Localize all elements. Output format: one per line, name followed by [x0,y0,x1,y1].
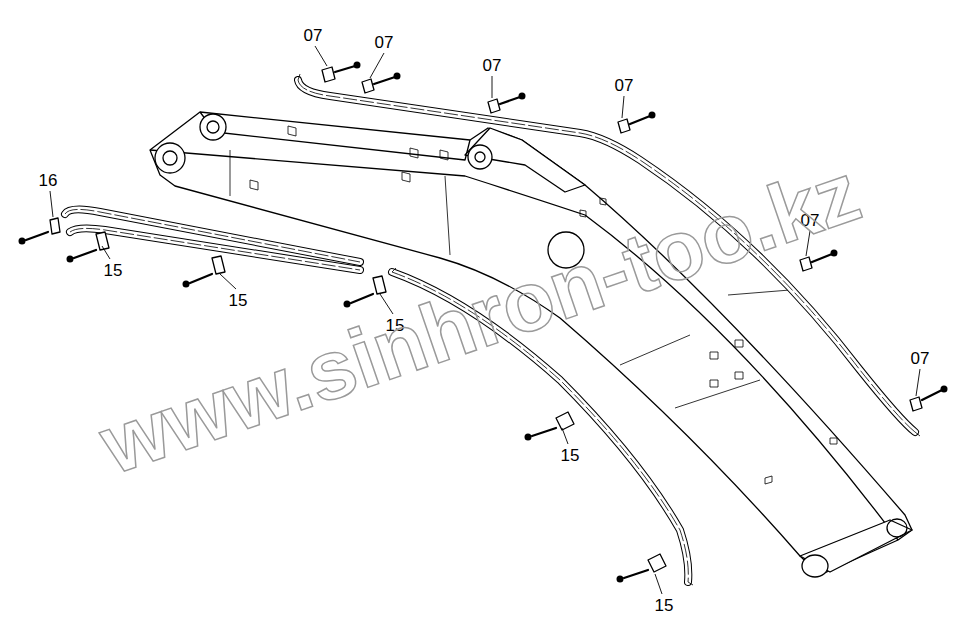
boom-body-part [728,290,790,295]
boom-body-part [802,555,828,577]
clamps-and-bolts-part [488,99,500,113]
clamps-and-bolts-part [500,97,520,104]
leader-lines-part [622,96,624,118]
leader-lines-part [562,428,568,444]
clamps-and-bolts-part [649,112,656,119]
clamps-and-bolts-part [648,554,666,572]
clamps-and-bolts-part [618,119,630,133]
clamps-and-bolts-part [351,294,373,303]
clamps-and-bolts-part [556,412,574,430]
boom-body-part [620,335,690,365]
clamps-and-bolts-part [183,281,190,288]
clamps-and-bolts-part [922,390,942,400]
clamps-and-bolts-part [941,386,948,393]
clamps-and-bolts-part [354,62,361,69]
boom-body-part [200,112,470,160]
clamps-and-bolts-part [624,570,648,578]
boom-body-part [155,143,185,173]
clamps-and-bolts-part [394,73,401,80]
clamps-and-bolts-part [190,274,212,283]
boom-body-part [887,519,907,537]
boom-body-part [465,128,585,192]
clamps-and-bolts [19,62,948,583]
hydraulic-hoses-part [65,209,360,262]
callout-number: 07 [911,350,930,367]
boom-body-part [445,176,450,255]
callout-number: 07 [304,27,323,44]
leader-lines-part [916,369,920,396]
callout-number: 16 [39,172,58,189]
clamps-and-bolts-part [374,77,395,84]
clamps-and-bolts-part [362,79,374,93]
boom-body-part [475,152,485,162]
clamps-and-bolts-part [373,276,386,294]
clamps-and-bolts-part [19,238,26,245]
clamps-and-bolts-part [800,257,812,271]
clamps-and-bolts-part [532,428,556,436]
callout-number: 15 [655,597,674,614]
callout-number: 15 [229,292,248,309]
leader-lines [50,46,920,594]
clamps-and-bolts-part [335,66,355,72]
boom-body-part [207,121,219,133]
callout-number: 07 [615,77,634,94]
clamps-and-bolts-part [322,67,335,82]
clamps-and-bolts-part [74,250,96,258]
leader-lines-part [315,46,327,66]
boom-body-part [200,114,226,140]
boom-body-part [230,150,231,196]
clamps-and-bolts-part [67,256,74,263]
leader-lines-part [102,246,110,259]
boom-body-part [468,145,492,169]
clamps-and-bolts-part [617,576,624,583]
clamps-and-bolts-part [630,116,650,124]
boom-body-part [675,380,760,408]
clamps-and-bolts-part [812,254,832,262]
leader-lines-part [220,274,236,289]
clamps-and-bolts-part [26,232,48,240]
callout-number: 07 [483,57,502,74]
clamps-and-bolts-part [831,250,838,257]
leader-lines-part [655,574,662,594]
hydraulic-hoses [65,74,920,585]
clamps-and-bolts-part [910,397,922,411]
clamps-and-bolts-part [344,301,351,308]
clamps-and-bolts-part [519,93,526,100]
clamps-and-bolts-part [212,256,225,274]
hydraulic-hoses-part [65,209,360,262]
callout-number: 15 [561,447,580,464]
hydraulic-hoses-part [65,209,360,262]
clamps-and-bolts-part [50,218,60,234]
leader-lines-part [50,191,53,217]
callout-number: 07 [375,34,394,51]
leader-lines-part [492,76,493,98]
leader-lines-part [370,53,384,78]
callout-number: 15 [104,262,123,279]
clamps-and-bolts-part [525,434,532,441]
boom-body-part [163,151,177,165]
